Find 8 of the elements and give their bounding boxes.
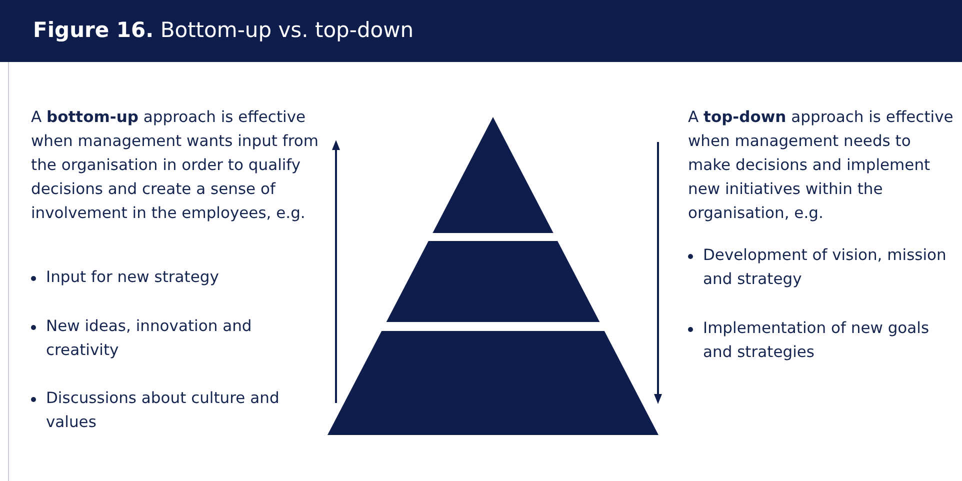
bullet-item: New ideas, innovation and creativity: [46, 316, 253, 361]
bullet-item: Implementation of new goals and strategies: [703, 318, 930, 363]
description-paragraph: A bottom-up approach is effective when management wants input from the organisation in order to qualify decisions and create a sense of involvement in the employees, e.g.: [31, 107, 320, 224]
description-paragraph: A top-down approach is effective when management needs to make decisions and implement new initiatives within the organisation, e.g.: [688, 107, 954, 224]
bullet-item: Discussions about culture and values: [46, 388, 280, 433]
figure-title: Figure 16. Bottom-up vs. top-down: [33, 18, 414, 42]
bullet-item: Development of vision, mission and strategy: [703, 245, 948, 290]
bullet-item: Input for new strategy: [46, 267, 220, 288]
